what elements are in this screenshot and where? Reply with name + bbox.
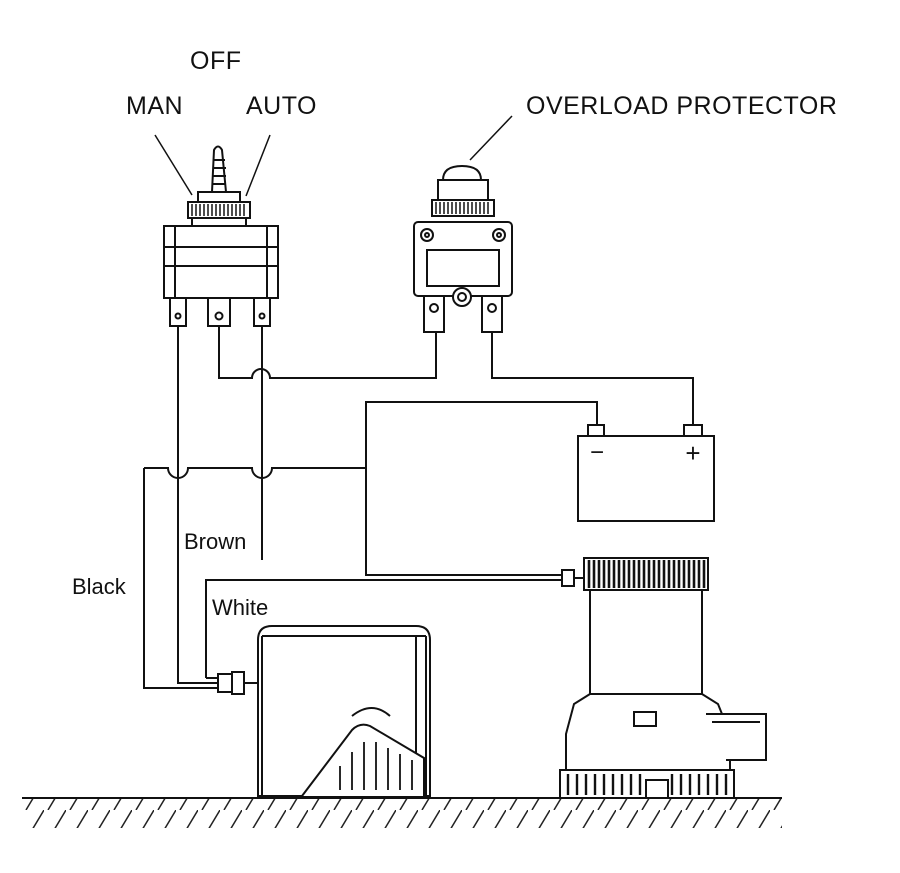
battery [578, 425, 714, 521]
switch-auto-label: AUTO [246, 92, 317, 120]
brown-wire-label: Brown [184, 529, 247, 554]
white-wire-label: White [212, 595, 269, 620]
overload-protector-label: OVERLOAD PROTECTOR [526, 92, 838, 120]
float-switch [218, 626, 430, 796]
battery-negative-symbol: − [590, 439, 604, 466]
overload-protector [414, 166, 512, 332]
battery-positive-symbol: + [685, 438, 700, 468]
bilge-pump [560, 558, 766, 798]
switch-pointer-lines [155, 116, 512, 196]
toggle-switch [164, 147, 278, 327]
ground-line [22, 798, 782, 828]
wiring [144, 326, 693, 688]
switch-man-label: MAN [126, 92, 184, 120]
switch-off-label: OFF [190, 47, 242, 75]
black-wire-label: Black [72, 574, 126, 599]
